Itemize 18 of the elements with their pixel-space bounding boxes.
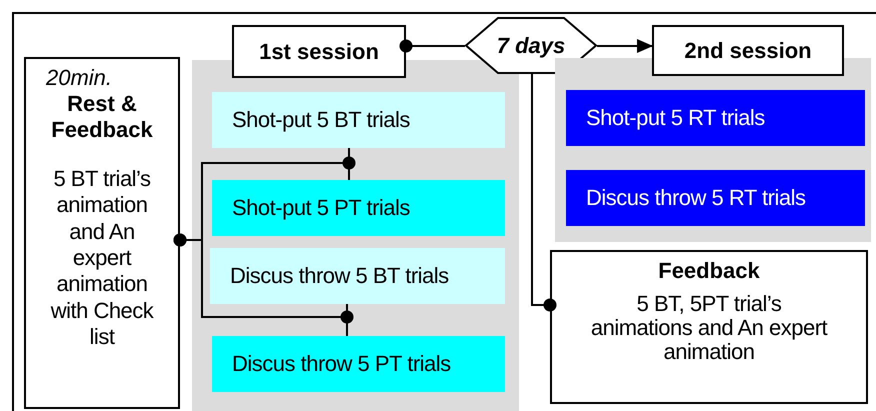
heading: Feedback — [658, 258, 760, 284]
connector-line — [400, 40, 465, 52]
trial-box: Discus throw 5 PT trials — [212, 336, 505, 392]
connector-line — [531, 74, 556, 312]
text-box — [550, 250, 868, 404]
trial-box: Shot-put 5 RT trials — [566, 90, 865, 146]
trial-box: Discus throw 5 BT trials — [210, 248, 505, 304]
session-heading-box: 1st session — [232, 25, 406, 78]
body-text: 5 BT trial’s animation and An expert animation with Check list — [50, 166, 155, 351]
duration-text: 20min. — [46, 65, 112, 91]
body-text: 5 BT, 5PT trial’s animations and An expert animation — [590, 292, 828, 365]
text-box — [24, 57, 180, 409]
heading: Rest & Feedback — [50, 91, 154, 144]
connector-line — [597, 39, 653, 53]
trial-box: Shot-put 5 PT trials — [212, 180, 505, 236]
trial-box: Discus throw 5 RT trials — [566, 170, 865, 226]
trial-box: Shot-put 5 BT trials — [212, 92, 505, 148]
session-heading-box: 2nd session — [652, 25, 844, 76]
